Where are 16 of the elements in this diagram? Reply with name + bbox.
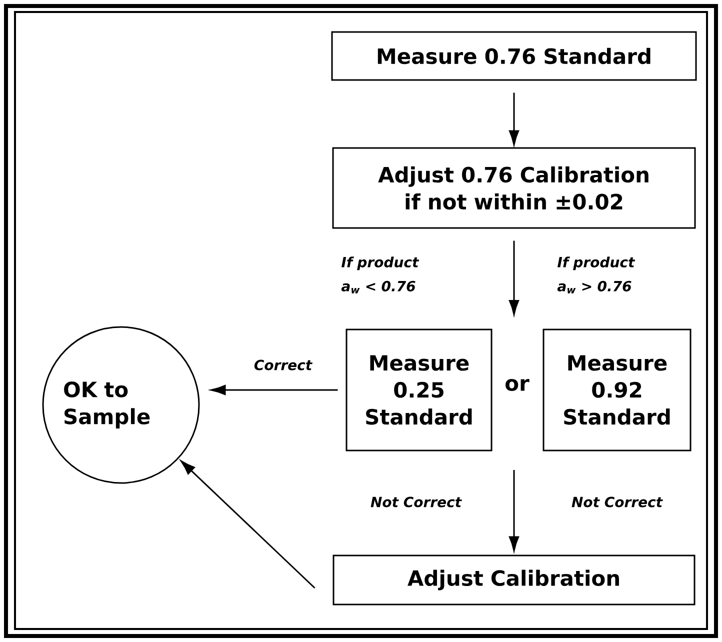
arrow [508,92,520,146]
process-box: Adjust 0.76 Calibration if not within ±0.02 [332,147,696,229]
arrow [508,470,520,552]
condition-label: If product a$_{w}$ < 0.76 [341,256,420,294]
process-box: Measure 0.76 Standard [331,31,697,81]
arrow [210,384,338,396]
edge-label: Correct [254,360,313,370]
process-box: Measure 0.92 Standard [542,328,692,452]
process-box: Measure 0.25 Standard [346,328,492,452]
condition-label: Not Correct [370,496,462,508]
condition-label: Not Correct [572,496,663,508]
arrow [180,460,316,589]
connector-word: or [506,378,530,392]
process-box: Adjust Calibration [332,554,696,606]
arrow [508,240,520,315]
condition-label: If product a$_{w}$ > 0.76 [557,256,636,294]
